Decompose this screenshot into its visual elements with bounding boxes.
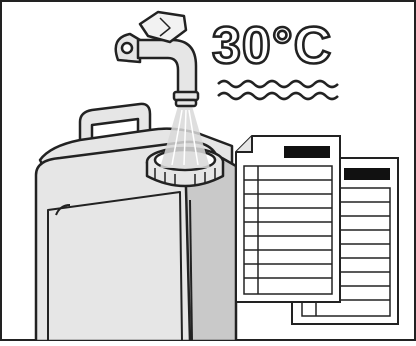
document-front-icon xyxy=(236,136,340,302)
temperature-label: 30°C xyxy=(212,16,346,76)
